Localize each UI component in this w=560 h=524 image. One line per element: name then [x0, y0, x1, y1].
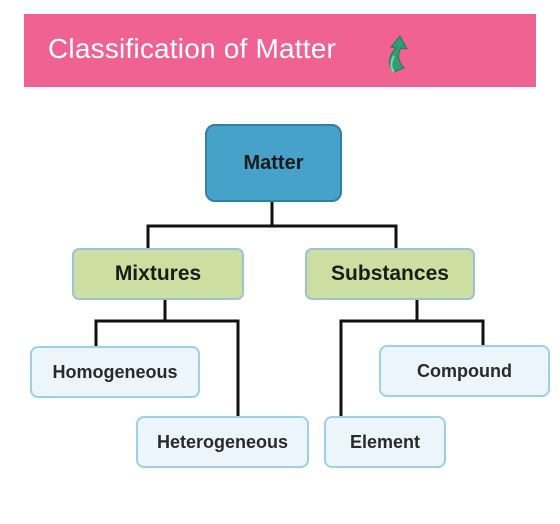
title-banner: Classification of Matter	[24, 14, 536, 87]
node-heterogeneous: Heterogeneous	[136, 416, 309, 468]
node-substances-label: Substances	[331, 262, 449, 285]
node-homogeneous: Homogeneous	[30, 346, 200, 398]
node-matter-label: Matter	[243, 151, 304, 174]
node-mixtures-label: Mixtures	[114, 262, 202, 285]
node-matter: Matter	[205, 124, 342, 202]
node-homogeneous-label: Homogeneous	[52, 361, 178, 382]
node-compound: Compound	[379, 345, 550, 397]
node-substances: Substances	[305, 248, 475, 300]
node-element-label: Element	[349, 431, 421, 452]
node-element: Element	[324, 416, 446, 468]
page-title: Classification of Matter	[48, 33, 337, 64]
node-mixtures: Mixtures	[72, 248, 244, 300]
node-heterogeneous-label: Heterogeneous	[156, 431, 289, 452]
curved-arrow-up-icon	[380, 34, 414, 74]
node-compound-label: Compound	[417, 360, 512, 381]
